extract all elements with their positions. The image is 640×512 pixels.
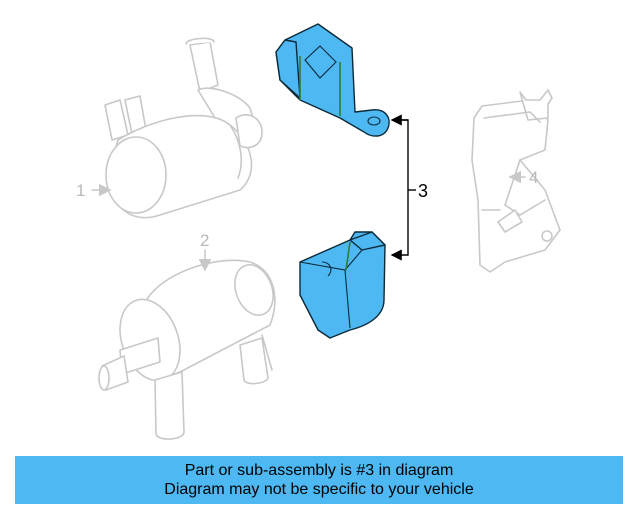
banner-line-part-number: Part or sub-assembly is #3 in diagram	[184, 462, 454, 479]
callout-3-leader	[390, 119, 409, 261]
part-3-lower-cover[interactable]	[299, 231, 386, 339]
callout-2-label: 2	[200, 231, 209, 250]
callout-3-label: 3	[418, 181, 428, 201]
part-1-canister	[104, 37, 263, 219]
part-2-solenoid	[98, 259, 276, 440]
part-3-upper-bracket[interactable]	[275, 23, 390, 137]
callout-1-label: 1	[76, 181, 85, 200]
info-banner: Part or sub-assembly is #3 in diagram Di…	[15, 456, 623, 504]
parts-diagram: 1 2 3 4	[76, 23, 561, 440]
banner-line-disclaimer: Diagram may not be specific to your vehi…	[164, 481, 474, 498]
callout-4-label: 4	[529, 168, 538, 187]
part-4-bracket	[471, 89, 561, 273]
